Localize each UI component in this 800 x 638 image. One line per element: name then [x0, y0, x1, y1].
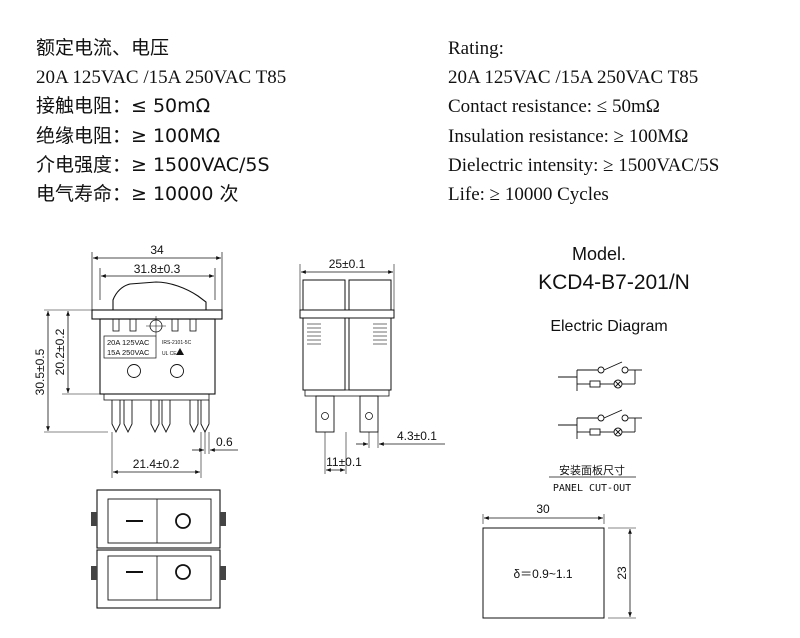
warning-icon	[176, 348, 184, 355]
model-title: Model.	[572, 244, 626, 264]
panel-width-label: 30	[536, 502, 550, 516]
label-cert-marks: UL CE	[162, 351, 177, 357]
dim-0-6-label: 0.6	[216, 435, 233, 449]
panel-cutout-rect	[482, 527, 605, 619]
side-body-left	[302, 317, 346, 391]
side-body-right	[348, 317, 392, 391]
side-terminal-right	[359, 395, 379, 433]
off-mark-upper-icon	[175, 513, 191, 529]
panel-cutout	[482, 514, 636, 619]
front-view	[44, 252, 238, 478]
label-rating-line2: 15A 250VAC	[107, 348, 150, 357]
led-window-right	[170, 364, 184, 378]
dim-21-4-label: 21.4±0.2	[133, 457, 180, 471]
spec-en-insulation-resistance: Insulation resistance: ≥ 100MΩ	[448, 125, 689, 147]
dim-30-5-label: 30.5±0.5	[33, 348, 47, 395]
spec-en-rating-title: Rating:	[448, 38, 504, 59]
spec-en-life: Life: ≥ 10000 Cycles	[448, 184, 609, 206]
electric-diagram	[558, 361, 642, 439]
rocker-top-upper	[107, 498, 212, 544]
bezel-flange	[91, 309, 223, 320]
specs-english: Rating: 20A 125VAC /15A 250VAC T85 Conta…	[448, 34, 719, 209]
side-view	[299, 264, 445, 474]
spec-en-dielectric-intensity: Dielectric intensity: ≥ 1500VAC/5S	[448, 154, 720, 176]
panel-title-cn: 安装面板尺寸	[559, 463, 625, 477]
dim-11-label: 11±0.1	[326, 455, 362, 469]
bottom-view-lower-frame	[96, 549, 221, 609]
dim-34-label: 34	[150, 243, 164, 257]
spec-cn-insulation-resistance: 绝缘电阻：≥ 100MΩ	[36, 124, 221, 147]
rocker-top-lower	[107, 555, 212, 601]
spec-cn-rating-value: 20A 125VAC /15A 250VAC T85	[36, 67, 287, 89]
rating-label-box	[103, 335, 157, 359]
electric-diagram-title: Electric Diagram	[550, 318, 667, 335]
rocker-actuator	[112, 281, 207, 311]
dim-4-3-label: 4.3±0.1	[397, 429, 437, 443]
terminal-pins	[111, 400, 210, 434]
spec-cn-rating-title: 额定电流、电压	[36, 37, 170, 59]
spec-en-contact-resistance: Contact resistance: ≤ 50mΩ	[448, 96, 660, 118]
panel-thickness-label: δ＝0.9~1.1	[513, 567, 572, 581]
off-mark-lower-icon	[175, 564, 191, 580]
model-number: KCD4-B7-201/N	[538, 271, 690, 294]
spec-cn-dielectric-intensity: 介电强度：≥ 1500VAC/5S	[36, 153, 270, 176]
specs-chinese: 额定电流、电压 20A 125VAC /15A 250VAC T85 接触电阻：…	[36, 34, 286, 209]
dim-31-8-label: 31.8±0.3	[134, 262, 181, 276]
panel-title-en: PANEL CUT-OUT	[553, 483, 631, 494]
led-window-left	[127, 364, 141, 378]
spec-cn-life: 电气寿命：≥ 10000 次	[36, 183, 239, 206]
label-rating-line1: 20A 125VAC	[107, 338, 150, 347]
spec-en-rating-value: 20A 125VAC /15A 250VAC T85	[448, 67, 699, 89]
panel-height-label: 23	[615, 566, 629, 580]
dim-20-2-label: 20.2±0.2	[53, 328, 67, 375]
bottom-view	[91, 489, 226, 609]
side-terminal-left	[315, 395, 335, 433]
dim-25-label: 25±0.1	[329, 257, 366, 271]
spec-cn-contact-resistance: 接触电阻：≤ 50mΩ	[36, 95, 211, 118]
label-part-code: IRS-2101-5C	[162, 340, 192, 346]
